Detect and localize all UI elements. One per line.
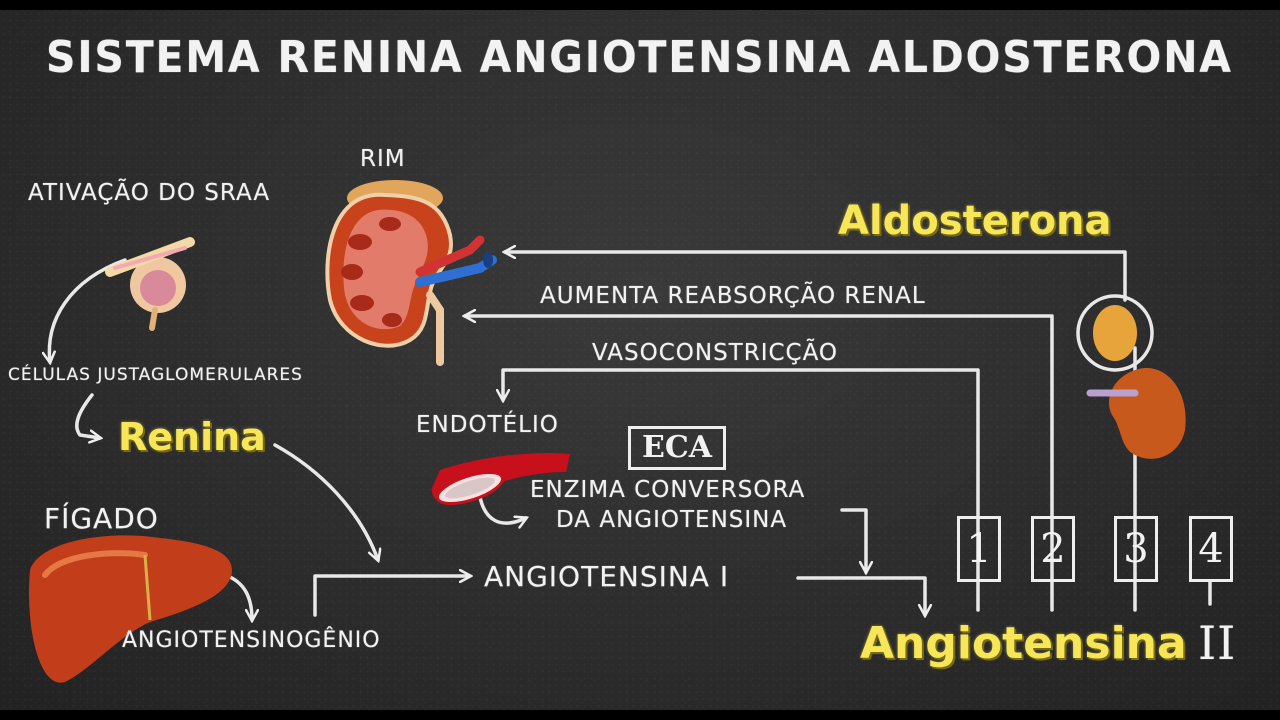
page-title: SISTEMA RENINA ANGIOTENSINA ALDOSTERONA [46,32,1233,83]
label-angiotensinogenio: ANGIOTENSINOGÊNIO [122,628,381,653]
label-ativacao-sraa: ATIVAÇÃO DO SRAA [28,180,271,206]
connector-lines [29,180,1212,683]
vessel-illustration [431,453,570,506]
label-enzima-line1: ENZIMA CONVERSORA [530,477,806,503]
arrow-renina-to-ang1 [273,443,378,560]
label-rim: RIM [360,146,406,172]
kidney-illustration [325,180,497,366]
label-endotelio: ENDOTÉLIO [416,412,559,438]
arrow-figado-to-angiotensinogenio [223,573,252,620]
label-enzima-line2: DA ANGIOTENSINA [556,507,788,533]
number-box-1: 1 [957,516,1001,582]
arrow-angiotensinogenio-to-ang1 [313,576,470,617]
adrenal-kidney-illustration [1086,305,1186,459]
label-vasoconstriccao: VASOCONSTRICÇÃO [592,340,839,366]
arrow-ativacao-to-celulas [49,258,127,362]
liver-illustration [29,535,232,683]
label-eca: ECA [641,430,713,465]
label-figado: FÍGADO [44,502,159,535]
label-angiotensina-i: ANGIOTENSINA I [484,560,730,593]
arrow-ang1-to-ang2 [796,576,925,615]
line-aldosterona-to-rim [505,252,1127,302]
number-box-4: 4 [1189,516,1233,582]
number-box-2: 2 [1031,516,1075,582]
number-box-3: 3 [1114,516,1158,582]
label-angiotensina-ii-numeral: II [1198,616,1237,670]
line-box2-reabsorcao [465,316,1054,612]
label-aumenta-reabsorcao: AUMENTA REABSORÇÃO RENAL [540,283,926,309]
arrow-celulas-to-renina [75,393,100,438]
label-renina: Renina [118,415,266,459]
label-celulas-justaglomerulares: CÉLULAS JUSTAGLOMERULARES [8,365,303,385]
arrow-endotelio-to-eca [478,495,526,523]
adrenal-circle [1076,294,1154,372]
eca-box: ECA [628,426,726,470]
line-box1-vasoconstriccao [503,368,980,612]
label-aldosterona: Aldosterona [838,198,1112,244]
arrow-eca-to-ang2 [840,508,866,572]
juxtaglomerular-illustration [105,237,195,331]
chalkboard: SISTEMA RENINA ANGIOTENSINA ALDOSTERONA … [0,10,1280,710]
label-angiotensina-ii: Angiotensina [860,618,1187,669]
